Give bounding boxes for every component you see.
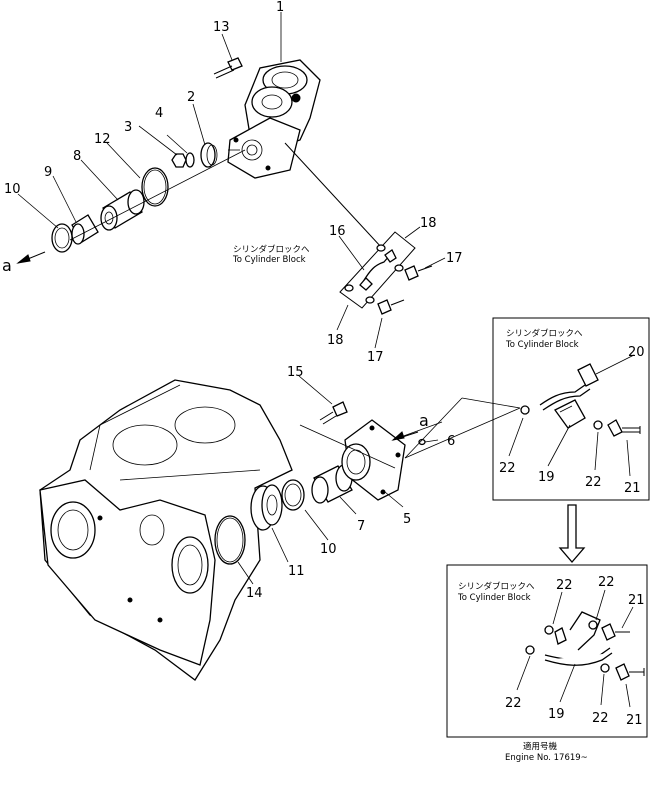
note-to-cylinder-block-box1: シリンダブロックへ To Cylinder Block [505, 328, 583, 350]
callout-10-bottom: 10 [320, 542, 337, 557]
arrow-a-label-bottom: a [419, 411, 429, 430]
note-jp-box2: シリンダブロックへ [458, 581, 535, 592]
callout-22-box2-top-right: 22 [598, 575, 615, 590]
callout-12: 12 [94, 132, 111, 147]
callout-labels: 1 13 2 4 3 12 8 9 10 16 18 17 18 17 15 6… [4, 0, 645, 728]
note-to-cylinder-block-box2: シリンダブロックへ To Cylinder Block [457, 581, 535, 603]
note-jp-top: シリンダブロックへ [233, 244, 310, 255]
callout-11: 11 [288, 564, 305, 579]
callout-14: 14 [246, 586, 263, 601]
callout-17-top: 17 [446, 251, 463, 266]
callout-1: 1 [276, 0, 284, 15]
serial-note-en: Engine No. 17619~ [505, 753, 588, 763]
transition-arrow [558, 504, 586, 563]
callout-6: 6 [447, 434, 455, 449]
view-arrow-a-top: a [2, 251, 46, 275]
callout-10-top: 10 [4, 182, 21, 197]
serial-note: 適用号機 Engine No. 17619~ [505, 741, 588, 763]
note-en-box2: To Cylinder Block [457, 593, 531, 603]
callout-22-box2-bottom-right: 22 [592, 711, 609, 726]
callout-21-box2-top: 21 [628, 593, 645, 608]
callout-7: 7 [357, 519, 365, 534]
front-case-assembly [39, 379, 521, 681]
callout-16: 16 [329, 224, 346, 239]
callout-22-box1-left: 22 [499, 461, 516, 476]
arrow-a-label-top: a [2, 256, 12, 275]
note-en-top: To Cylinder Block [232, 255, 306, 265]
view-arrow-a-bottom: a [391, 411, 429, 441]
callout-19-box1: 19 [538, 470, 555, 485]
callout-9: 9 [44, 165, 52, 180]
callout-8: 8 [73, 149, 81, 164]
callout-3: 3 [124, 120, 132, 135]
serial-note-jp: 適用号機 [523, 741, 558, 752]
note-en-box1: To Cylinder Block [505, 340, 579, 350]
callout-22-box1-right: 22 [585, 475, 602, 490]
callout-22-box2-bottom-left: 22 [505, 696, 522, 711]
callout-18-bottom: 18 [327, 333, 344, 348]
callout-19-box2: 19 [548, 707, 565, 722]
callout-21-box2-bottom: 21 [626, 713, 643, 728]
callout-20: 20 [628, 345, 645, 360]
upper-pipe-fittings [339, 231, 433, 315]
detail-box-lower [446, 564, 648, 738]
callout-15: 15 [287, 365, 304, 380]
callout-22-box2-top-left: 22 [556, 578, 573, 593]
callout-2: 2 [187, 90, 195, 105]
callout-4: 4 [155, 106, 163, 121]
callout-18-top: 18 [420, 216, 437, 231]
air-compressor-assembly [51, 57, 383, 253]
callout-leaders [17, 12, 635, 708]
callout-21-box1: 21 [624, 481, 641, 496]
note-to-cylinder-block-top: シリンダブロックへ To Cylinder Block [232, 244, 310, 265]
callout-5: 5 [403, 512, 411, 527]
callout-17-bottom: 17 [367, 350, 384, 365]
note-jp-box1: シリンダブロックへ [506, 328, 583, 339]
detail-box-upper [492, 317, 650, 501]
callout-13: 13 [213, 20, 230, 35]
